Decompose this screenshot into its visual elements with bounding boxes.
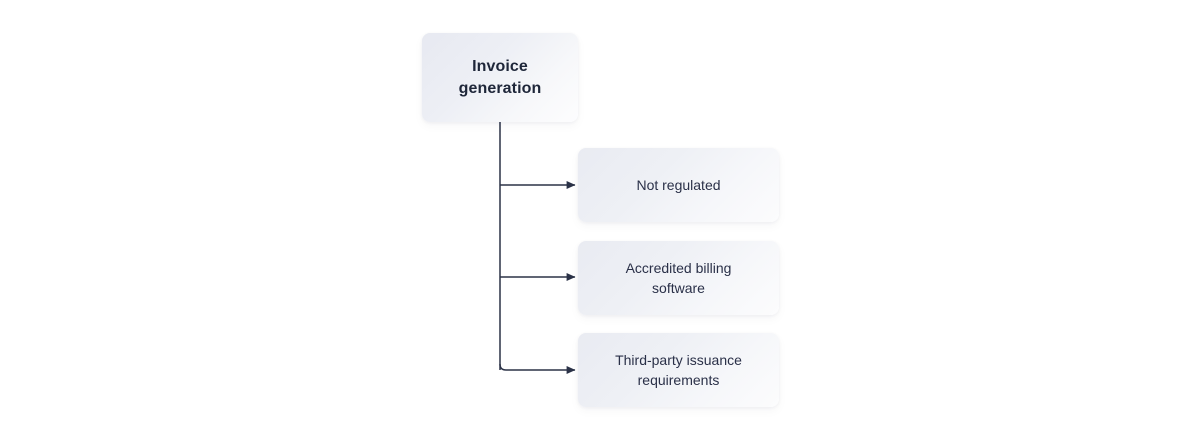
node-third-party-issuance-requirements[interactable]: Third-party issuance requirements [578, 333, 779, 407]
node-label: Accredited billing software [625, 259, 732, 296]
node-label: Not regulated [636, 176, 721, 193]
node-label: Invoice generation [458, 58, 542, 97]
connector-branch-3 [499, 363, 576, 374]
node-invoice-generation[interactable]: Invoice generation [422, 33, 578, 122]
node-not-regulated[interactable]: Not regulated [578, 148, 779, 222]
node-accredited-billing-software[interactable]: Accredited billing software [578, 241, 779, 315]
node-label: Third-party issuance requirements [615, 351, 742, 388]
